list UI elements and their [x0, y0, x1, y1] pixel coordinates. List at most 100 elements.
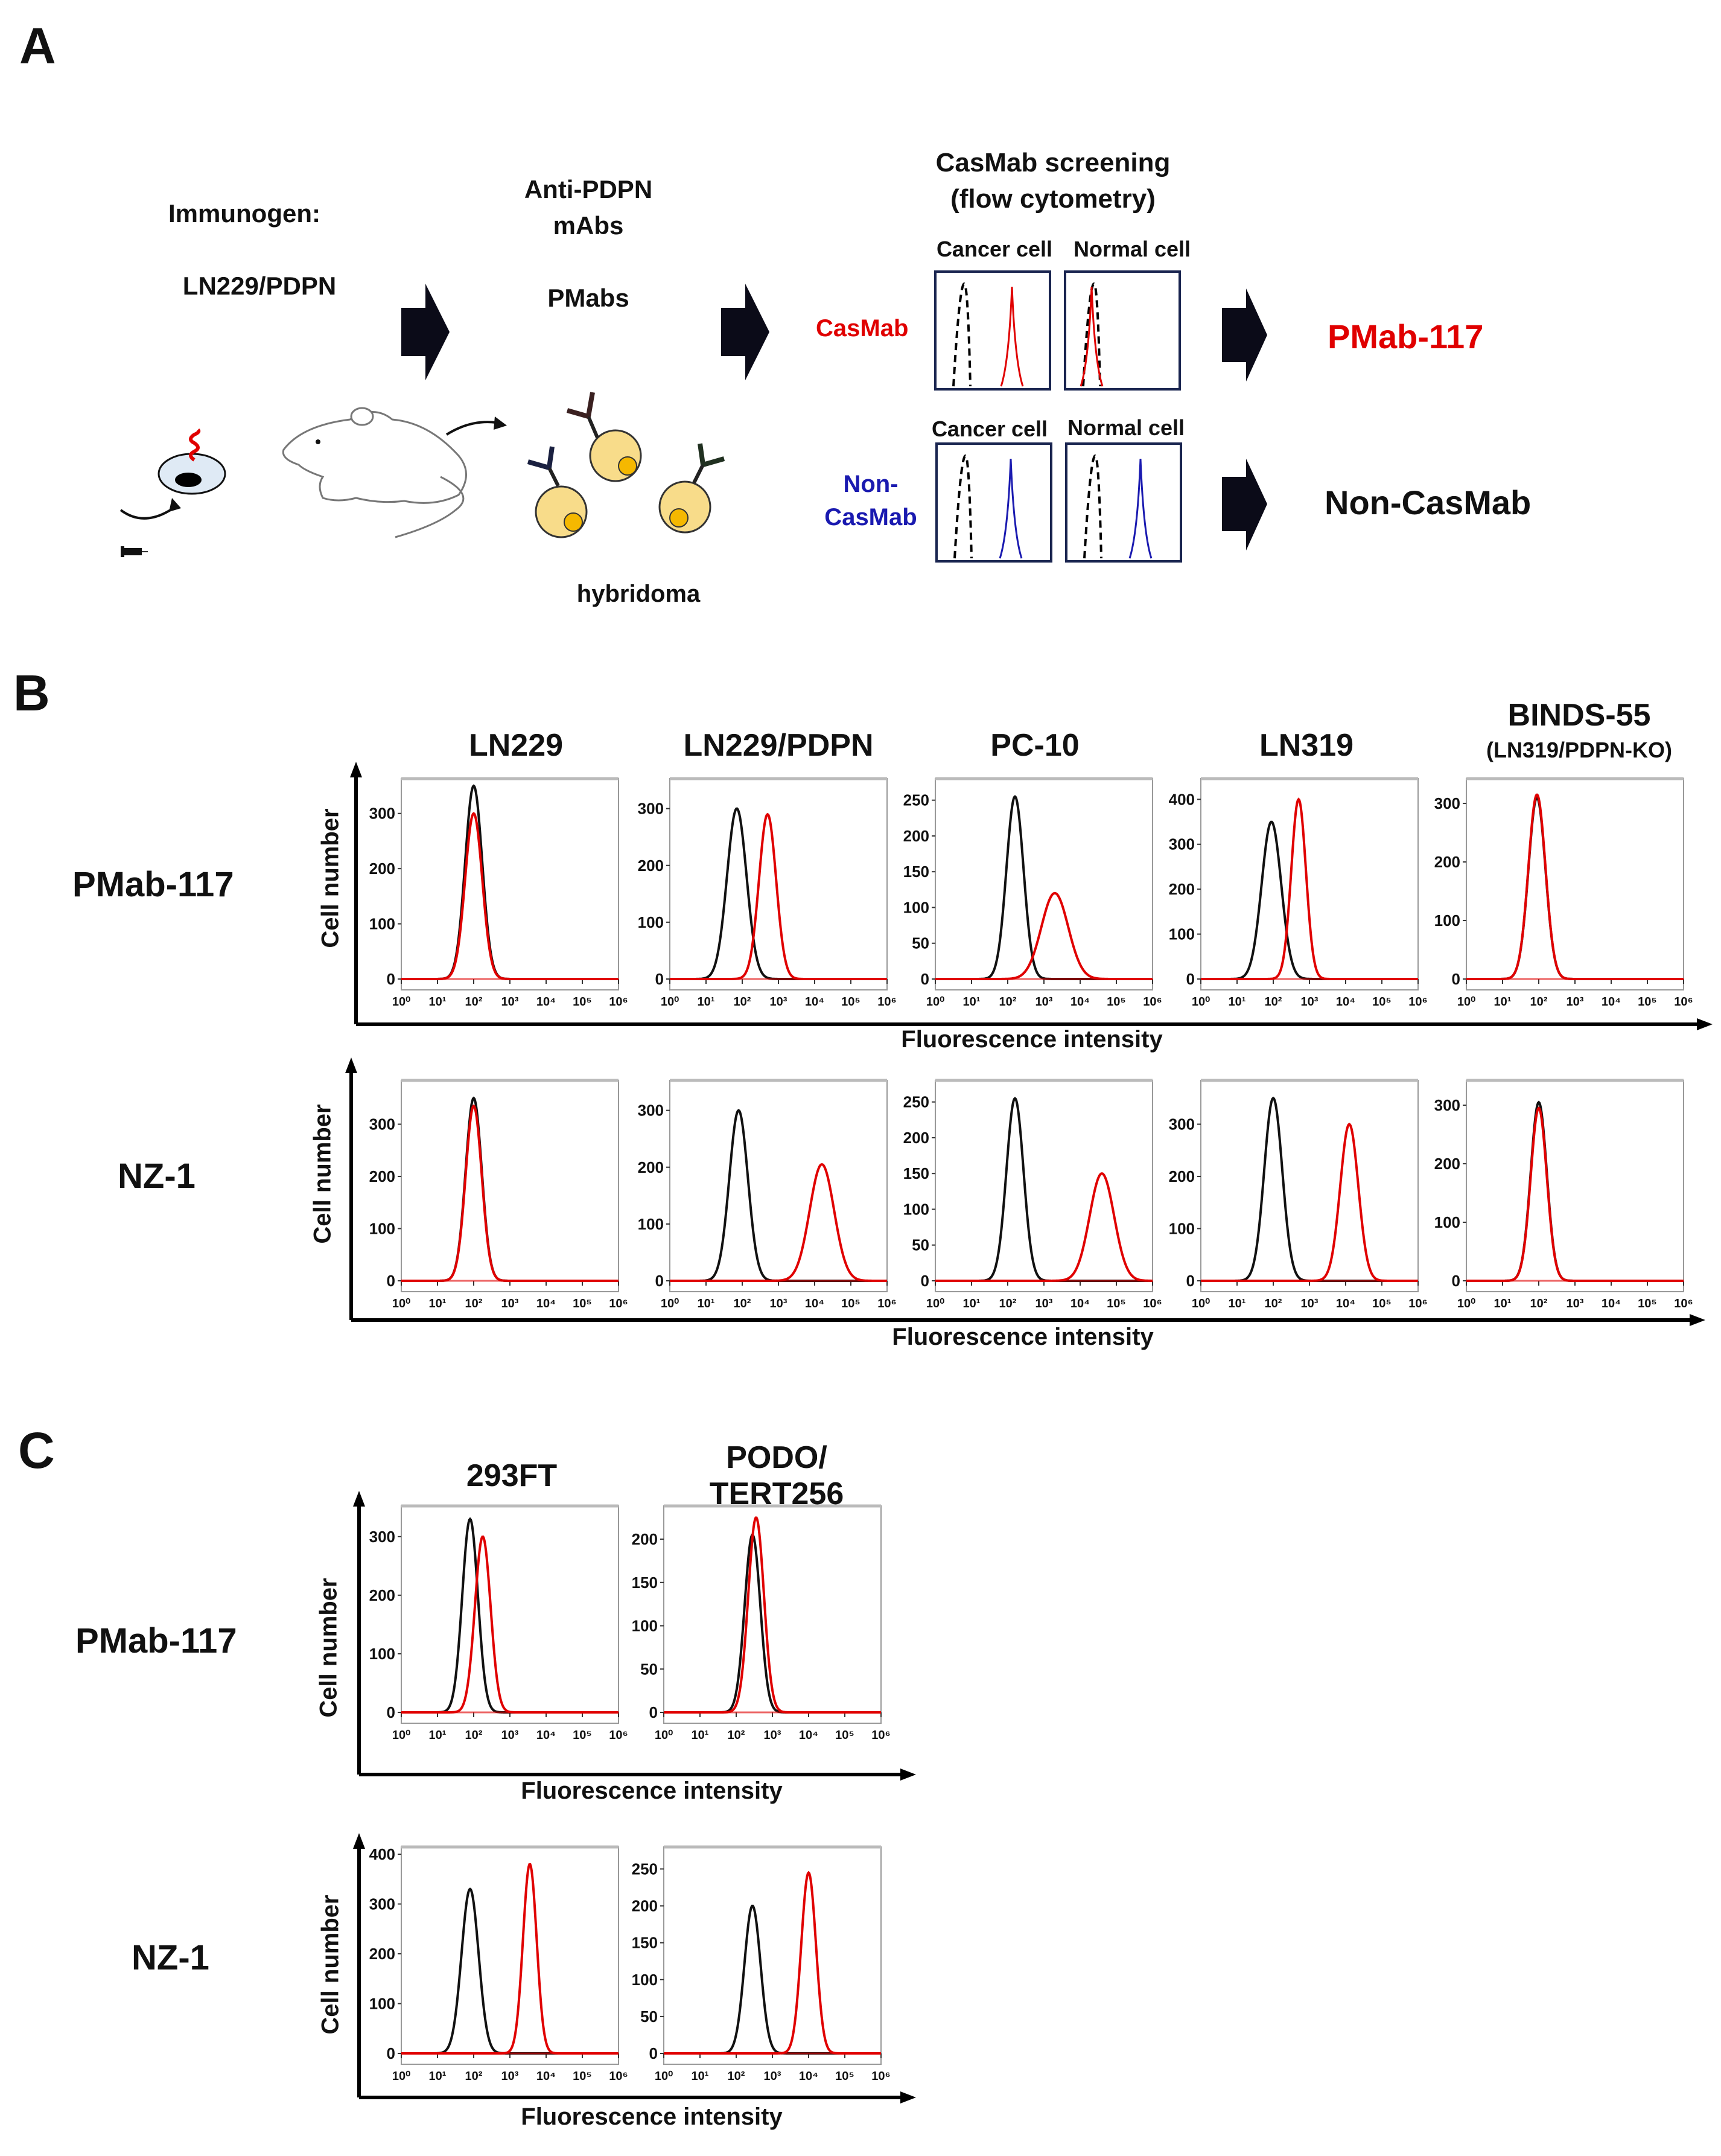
svg-text:10⁴: 10⁴	[1070, 1297, 1090, 1310]
svg-text:150: 150	[632, 1934, 658, 1952]
svg-text:0: 0	[1186, 970, 1195, 988]
svg-text:10⁴: 10⁴	[1602, 1297, 1621, 1310]
svg-text:300: 300	[1169, 1115, 1195, 1134]
arrow-right-icon	[1222, 289, 1267, 381]
svg-text:10⁰: 10⁰	[926, 995, 944, 1009]
svg-text:200: 200	[1434, 1155, 1460, 1173]
histogram-curve	[935, 891, 1153, 980]
svg-text:10⁶: 10⁶	[1143, 1297, 1162, 1310]
svg-text:10¹: 10¹	[1229, 995, 1246, 1009]
svg-text:10⁵: 10⁵	[573, 995, 592, 1009]
svg-text:10⁶: 10⁶	[1408, 995, 1427, 1009]
svg-text:10⁰: 10⁰	[655, 2070, 673, 2083]
histogram-curve	[670, 807, 887, 980]
svg-text:10⁵: 10⁵	[1638, 1297, 1657, 1310]
noncasmab-row-label-line1: Non-	[843, 471, 899, 497]
svg-text:200: 200	[369, 860, 395, 878]
svg-text:200: 200	[369, 1945, 395, 1963]
axis-arrow-icon	[350, 762, 362, 777]
svg-text:300: 300	[1434, 1096, 1460, 1114]
svg-text:100: 100	[369, 1645, 395, 1663]
svg-text:200: 200	[632, 1897, 658, 1915]
svg-text:10⁴: 10⁴	[799, 2070, 818, 2083]
svg-text:10⁰: 10⁰	[1457, 1297, 1475, 1310]
svg-text:10⁰: 10⁰	[661, 1297, 679, 1310]
svg-text:100: 100	[1169, 925, 1195, 943]
svg-text:0: 0	[655, 1272, 664, 1290]
svg-text:10¹: 10¹	[698, 1297, 715, 1310]
immunogen-value: LN229/PDPN	[182, 272, 337, 300]
screening-histogram	[935, 442, 1052, 563]
histogram-curve	[670, 1163, 887, 1282]
svg-text:10⁵: 10⁵	[841, 1297, 860, 1310]
svg-text:10²: 10²	[1265, 1297, 1282, 1310]
svg-text:10⁴: 10⁴	[1336, 995, 1355, 1009]
row-label-nz1: NZ-1	[132, 1938, 209, 1977]
svg-text:10⁵: 10⁵	[1107, 995, 1126, 1009]
svg-text:10³: 10³	[1035, 1297, 1053, 1310]
x-axis-label: Fluorescence intensity	[521, 2103, 783, 2130]
svg-text:10⁵: 10⁵	[841, 995, 860, 1009]
svg-text:10²: 10²	[728, 1729, 745, 1742]
svg-text:10³: 10³	[764, 2070, 781, 2083]
svg-text:50: 50	[912, 1236, 929, 1254]
mouse-icon	[282, 407, 467, 538]
svg-text:100: 100	[369, 1995, 395, 2013]
svg-text:10⁰: 10⁰	[392, 2070, 410, 2083]
svg-text:10⁵: 10⁵	[835, 2070, 854, 2083]
histogram-curve	[1466, 1100, 1684, 1282]
histogram-curve	[401, 1536, 619, 1714]
histogram-curve	[401, 812, 619, 980]
svg-text:250: 250	[903, 791, 929, 809]
svg-text:10²: 10²	[999, 1297, 1017, 1310]
svg-text:10⁴: 10⁴	[536, 995, 556, 1009]
svg-text:300: 300	[369, 1528, 395, 1546]
svg-text:250: 250	[632, 1860, 658, 1878]
column-title-293ft: 293FT	[466, 1458, 558, 1493]
arrow-right-icon	[1222, 459, 1267, 550]
column-subtitle-binds55: (LN319/PDPN-KO)	[1486, 738, 1673, 762]
svg-text:200: 200	[1169, 1167, 1195, 1185]
svg-text:100: 100	[369, 1220, 395, 1238]
histogram-curve	[401, 1863, 619, 2055]
svg-text:100: 100	[903, 1200, 929, 1218]
svg-text:10⁵: 10⁵	[573, 1297, 592, 1310]
histogram-curve	[1201, 820, 1418, 980]
column-title-podo: PODO/	[726, 1440, 827, 1475]
svg-text:150: 150	[632, 1574, 658, 1592]
svg-text:100: 100	[369, 915, 395, 933]
screening-title-line1: CasMab screening	[935, 148, 1171, 177]
svg-text:300: 300	[1434, 794, 1460, 812]
svg-text:0: 0	[921, 970, 929, 988]
svg-text:10⁰: 10⁰	[1457, 995, 1475, 1009]
svg-text:100: 100	[638, 913, 664, 931]
svg-text:10¹: 10¹	[429, 995, 447, 1009]
svg-text:10⁴: 10⁴	[1336, 1297, 1355, 1310]
svg-text:10⁰: 10⁰	[926, 1297, 944, 1310]
svg-text:10⁶: 10⁶	[1674, 995, 1693, 1009]
histogram-curve	[401, 784, 619, 980]
svg-text:10¹: 10¹	[1494, 995, 1512, 1009]
column-title-binds55: BINDS-55	[1507, 698, 1651, 733]
svg-text:10⁶: 10⁶	[609, 2070, 628, 2083]
svg-text:10⁶: 10⁶	[877, 1297, 896, 1310]
immunogen-title: Immunogen:	[168, 199, 320, 228]
svg-text:10³: 10³	[1567, 995, 1584, 1009]
svg-text:10⁰: 10⁰	[392, 1297, 410, 1310]
x-axis-label: Fluorescence intensity	[901, 1026, 1163, 1053]
svg-text:10⁴: 10⁴	[805, 1297, 824, 1310]
svg-text:0: 0	[1452, 1272, 1460, 1290]
svg-text:10⁴: 10⁴	[536, 1729, 556, 1742]
axis-arrow-icon	[353, 1833, 365, 1849]
histogram-curve	[664, 1904, 881, 2055]
screening-histogram	[934, 270, 1051, 391]
svg-text:100: 100	[1434, 911, 1460, 930]
mabs-title-line2: mAbs	[553, 211, 624, 240]
